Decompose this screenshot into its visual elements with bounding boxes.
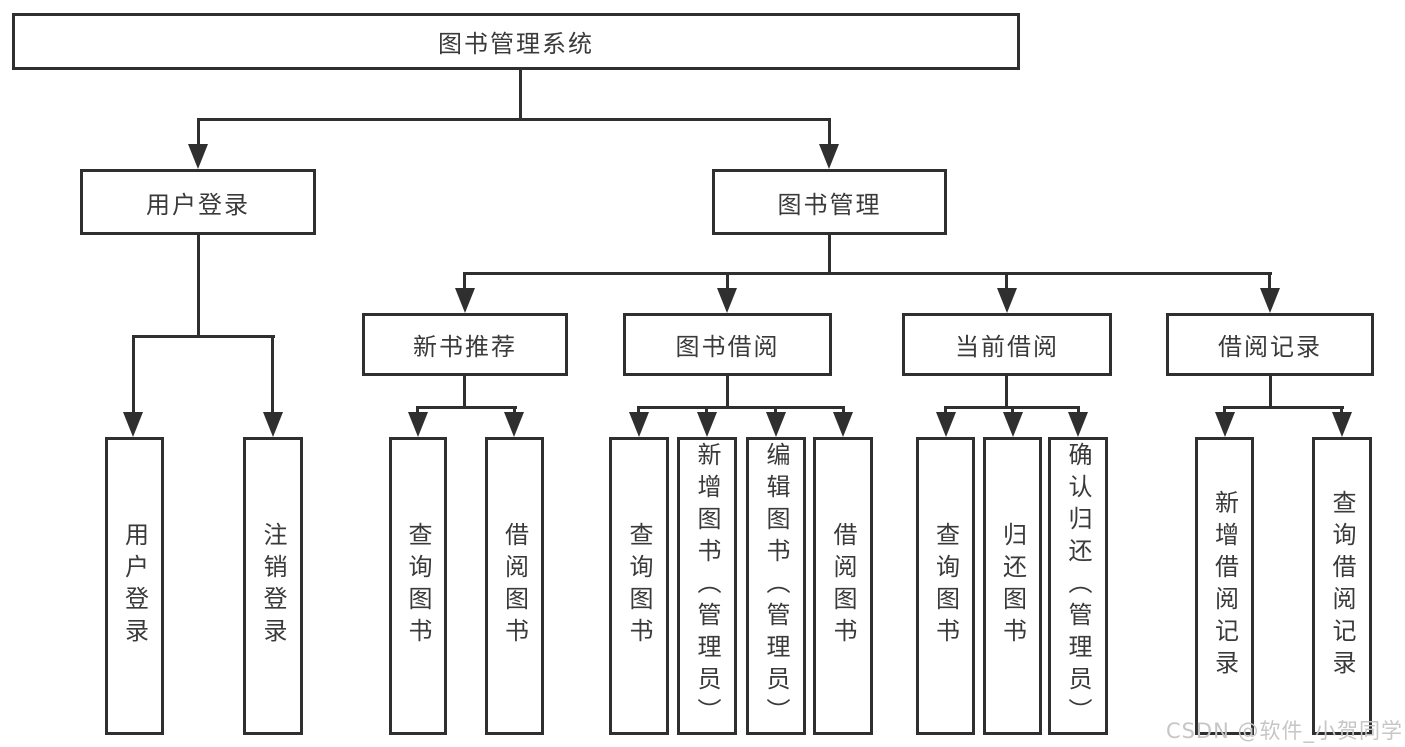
connector-newbook-horizontal xyxy=(416,406,517,409)
node-library-system: 图书管理系统 xyxy=(12,13,1020,70)
csdn-watermark: CSDN @软件_小贺同学 xyxy=(1165,719,1403,743)
node-leaf-borrow-books-recommend: 借阅图书 xyxy=(485,437,544,735)
connector-userlogin-stem xyxy=(197,235,200,338)
connector-root-stem xyxy=(519,68,522,121)
arrowhead-cb-query xyxy=(936,412,956,437)
arrowhead-cb-confirm xyxy=(1068,412,1088,437)
connector-bookborrow-horizontal xyxy=(637,406,845,409)
node-leaf-query-books-current: 查询图书 xyxy=(916,437,975,735)
connector-root-horizontal xyxy=(197,118,831,121)
arrowhead-leaf-user-login xyxy=(123,412,143,437)
arrowhead-user-login xyxy=(188,144,208,169)
arrowhead-br-query xyxy=(1332,412,1352,437)
node-book-borrowing: 图书借阅 xyxy=(623,313,832,376)
connector-borrowrecord-stem xyxy=(1269,376,1272,409)
node-leaf-add-borrow-record: 新增借阅记录 xyxy=(1195,437,1254,735)
arrowhead-nb-borrow xyxy=(504,412,524,437)
arrowhead-book-borrowing xyxy=(717,288,737,313)
node-new-book-recommend: 新书推荐 xyxy=(362,313,568,376)
node-leaf-query-borrow-record: 查询借阅记录 xyxy=(1312,437,1372,735)
arrowhead-bb-query xyxy=(629,412,649,437)
arrowhead-nb-query xyxy=(408,412,428,437)
connector-userlogin-horizontal xyxy=(132,335,275,338)
node-leaf-logout: 注销登录 xyxy=(243,437,303,735)
connector-bookmgmt-horizontal xyxy=(464,272,1272,275)
arrowhead-new-book xyxy=(455,288,475,313)
connector-currentborrow-stem xyxy=(1005,376,1008,409)
connector-newbook-stem xyxy=(463,376,466,409)
arrowhead-bb-borrow xyxy=(833,412,853,437)
arrowhead-borrowing-records xyxy=(1260,288,1280,313)
node-book-management: 图书管理 xyxy=(712,169,947,235)
node-leaf-query-books-recommend: 查询图书 xyxy=(389,437,447,735)
connector-bookmgmt-stem xyxy=(828,235,831,275)
node-current-borrowing: 当前借阅 xyxy=(902,313,1112,376)
connector-bookborrow-stem xyxy=(726,376,729,409)
node-borrowing-records: 借阅记录 xyxy=(1166,313,1374,376)
connector-drop-leaf-user-login xyxy=(132,335,135,427)
node-leaf-confirm-return-admin: 确认归还（管理员） xyxy=(1048,437,1108,735)
arrowhead-cb-return xyxy=(1003,412,1023,437)
node-leaf-user-login: 用户登录 xyxy=(105,437,164,735)
connector-drop-user-login xyxy=(197,118,200,158)
arrowhead-book-management xyxy=(819,144,839,169)
arrowhead-br-add xyxy=(1215,412,1235,437)
node-leaf-edit-book-admin: 编辑图书（管理员） xyxy=(746,437,806,735)
node-leaf-add-book-admin: 新增图书（管理员） xyxy=(677,437,737,735)
node-leaf-borrow-books: 借阅图书 xyxy=(813,437,873,735)
arrowhead-bb-add xyxy=(697,412,717,437)
node-leaf-query-books-borrowing: 查询图书 xyxy=(609,437,669,735)
connector-borrowrecord-horizontal xyxy=(1223,406,1344,409)
connector-drop-leaf-logout xyxy=(271,335,274,427)
connector-drop-book-management xyxy=(828,118,831,158)
arrowhead-leaf-logout xyxy=(263,412,283,437)
arrowhead-current-borrowing xyxy=(997,288,1017,313)
arrowhead-bb-edit xyxy=(766,412,786,437)
node-leaf-return-book: 归还图书 xyxy=(983,437,1042,735)
node-user-login: 用户登录 xyxy=(80,169,316,235)
